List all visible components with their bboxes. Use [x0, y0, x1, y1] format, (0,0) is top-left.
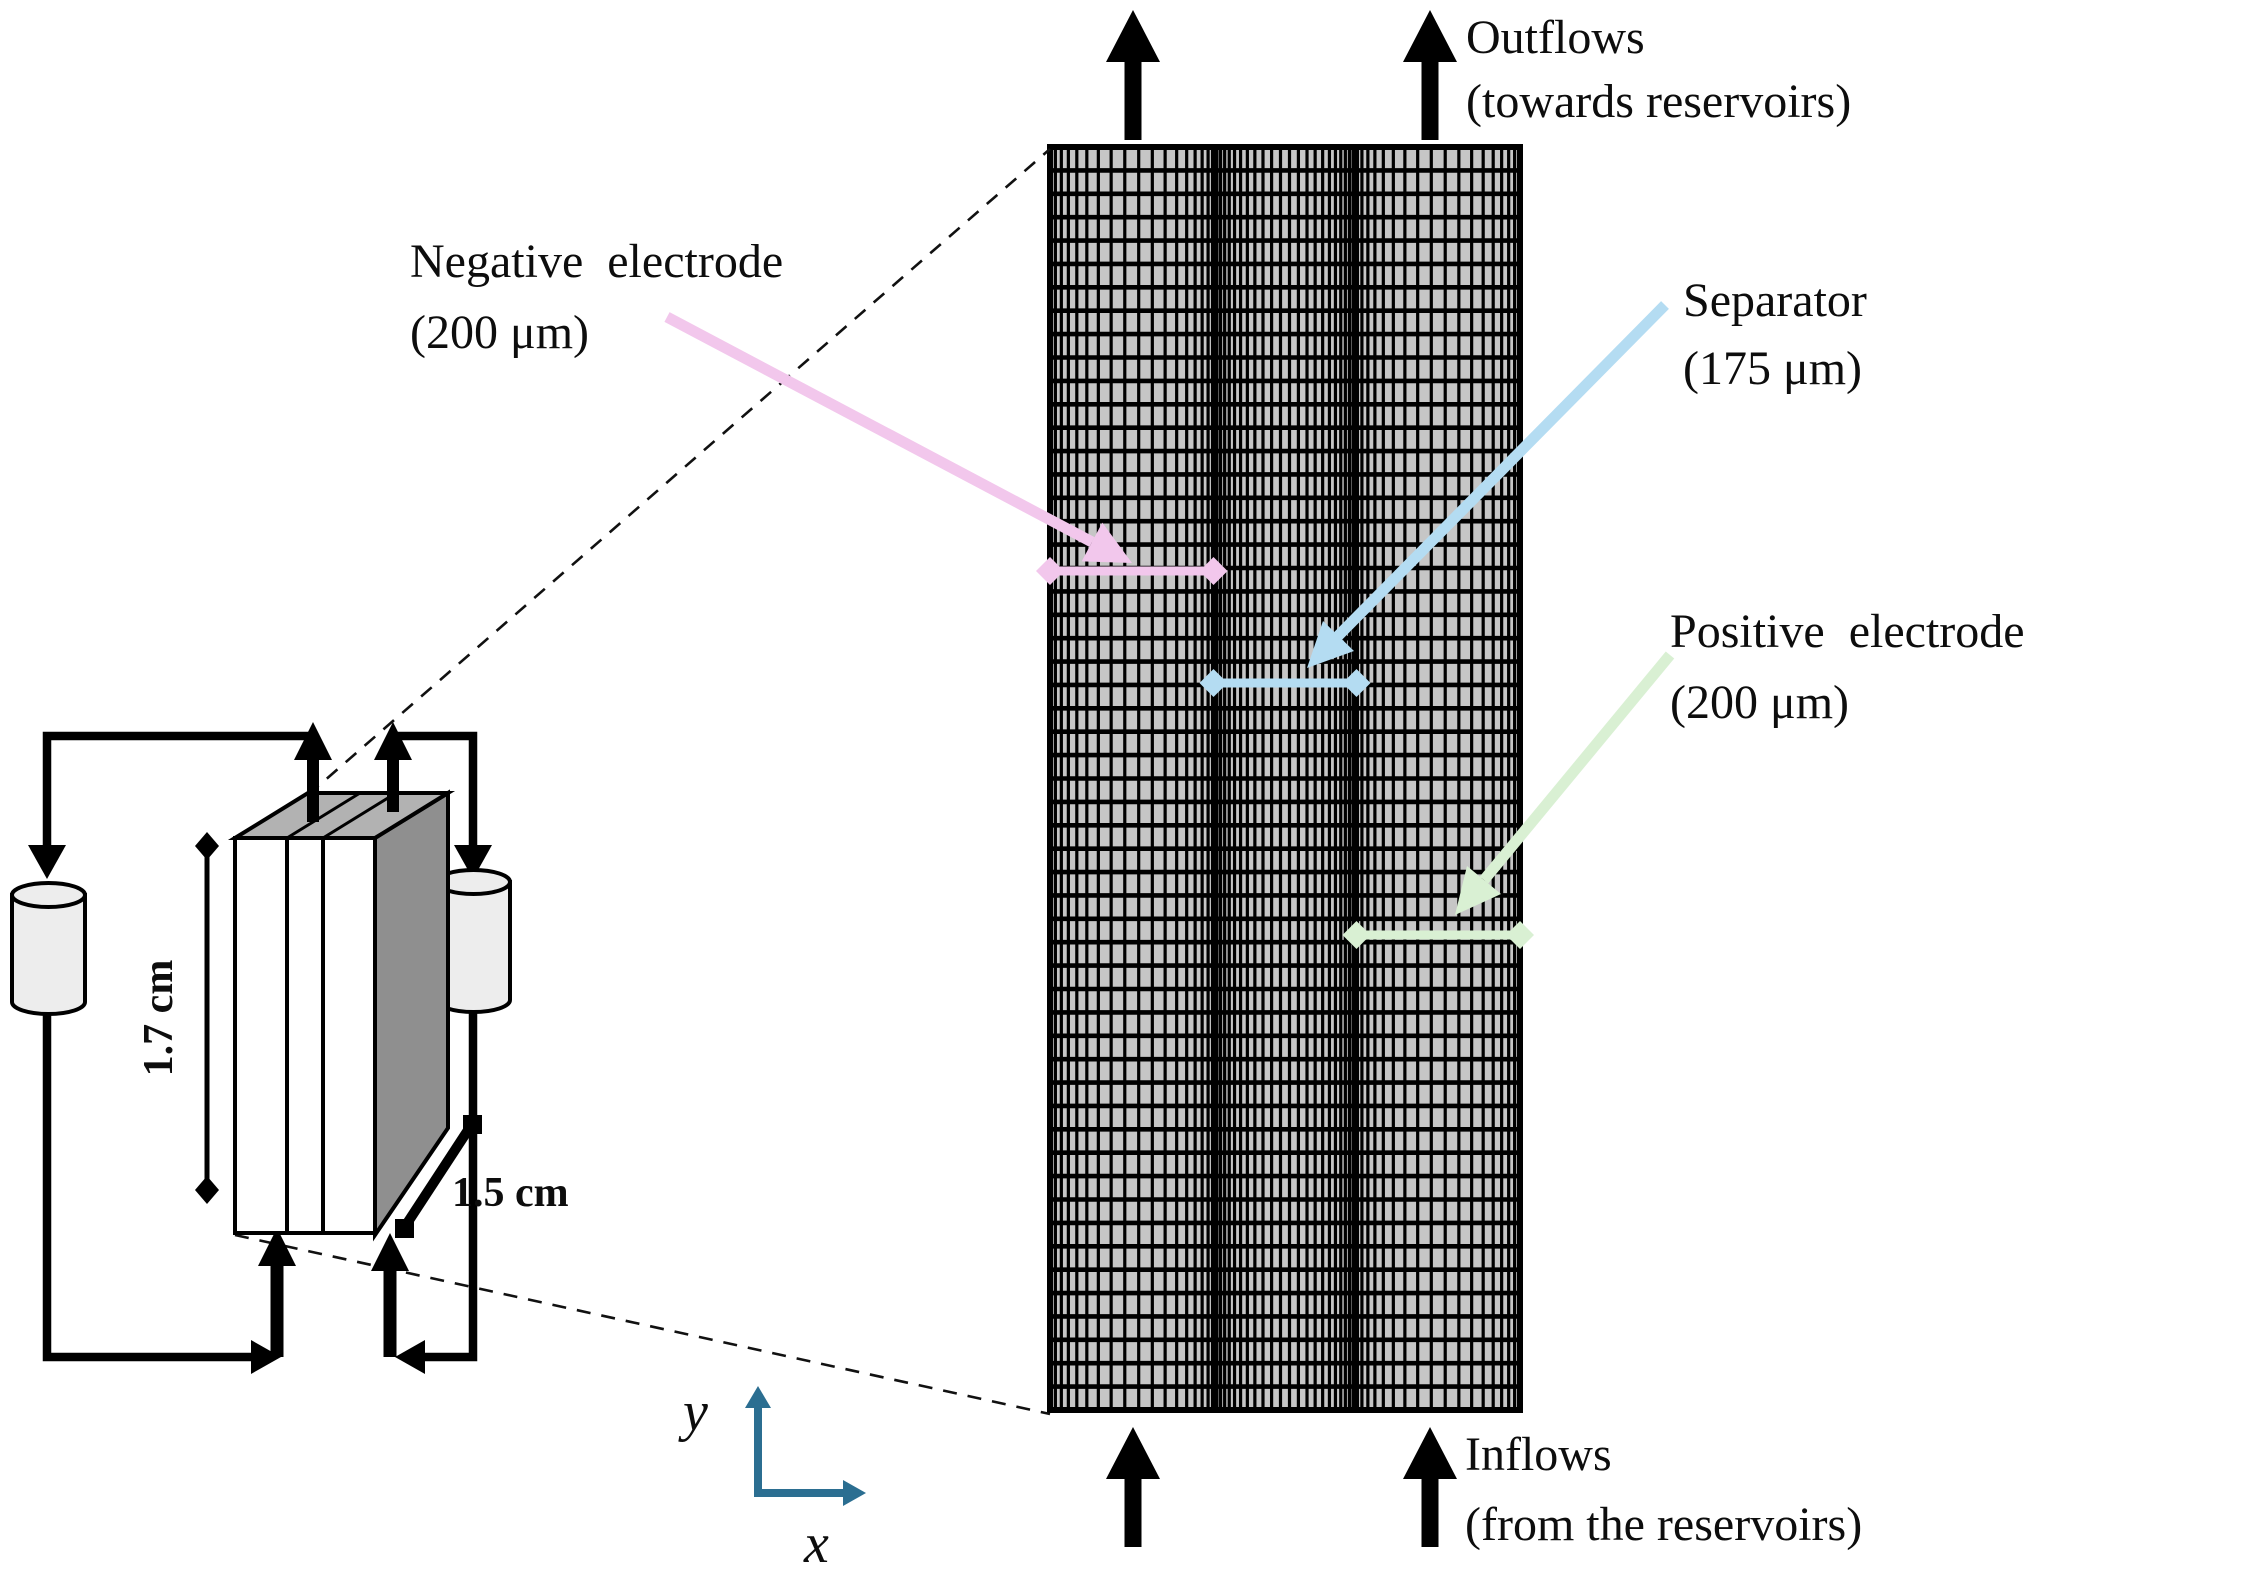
- negative-electrode-annotation: [664, 312, 1228, 585]
- pipe-bottom-left: [42, 1008, 253, 1362]
- cell-top-face-divider-1: [286, 791, 361, 840]
- zoom-guide-line-top: [307, 148, 1051, 796]
- positive-electrode-pointer-line: [1479, 651, 1675, 884]
- dimension-height: 1.7 cm: [136, 832, 219, 1204]
- pipe-arrowhead-into-right-reservoir-icon: [454, 845, 492, 879]
- dimension-depth-label: 1.5 cm: [452, 1170, 569, 1216]
- cell-front-positive-slab: [321, 836, 377, 1235]
- positive-electrode-extent-diamond-right-icon: [1506, 921, 1534, 949]
- positive-electrode-pointer-arrowhead-icon: [1455, 866, 1501, 915]
- positive-electrode-annotation: [1342, 651, 1675, 949]
- cell-3d-box: [227, 789, 456, 1242]
- mesh-grid: [1047, 144, 1523, 1413]
- cell-inflow-arrow-left-icon: [258, 1228, 296, 1357]
- cell-top-face-divider-2: [322, 791, 397, 840]
- separator-pointer-arrowhead-icon: [1307, 621, 1354, 668]
- axes-lines: [754, 1404, 845, 1497]
- dimension-height-diamond-bottom-icon: [195, 1176, 219, 1204]
- zoom-guide-line-bottom: [234, 1233, 1051, 1416]
- outflows-label-line1: Outflows: [1466, 11, 1645, 64]
- dimension-height-label: 1.7 cm: [136, 960, 182, 1077]
- pipe-top-right: [393, 731, 478, 845]
- coordinate-axes: y x: [678, 1381, 866, 1575]
- mesh-border: [1047, 144, 1523, 1413]
- x-axis-arrowhead-icon: [843, 1480, 866, 1506]
- inflows-label-line1: Inflows: [1465, 1428, 1612, 1481]
- inflows-label-line2: (from the reservoirs): [1465, 1498, 1862, 1551]
- dimension-height-diamond-top-icon: [195, 832, 219, 860]
- cell-inflow-arrow-right-icon: [371, 1233, 409, 1357]
- positive-electrode-extent-diamond-left-icon: [1342, 921, 1371, 949]
- pipe-arrowhead-into-left-reservoir-icon: [28, 845, 66, 879]
- reservoir-left-body: [10, 893, 87, 1016]
- negative-electrode-extent-diamond-right-icon: [1199, 557, 1228, 585]
- inflow-arrow-right-icon: [1403, 1427, 1457, 1547]
- reservoir-left-top: [10, 881, 87, 909]
- reservoir-left: [10, 881, 87, 1016]
- pipe-top-left: [42, 731, 313, 845]
- pipe-arrowhead-bottom-right-icon: [395, 1340, 425, 1374]
- separator-label-line2: (175 μm): [1683, 342, 1862, 395]
- separator-label-line1: Separator: [1683, 274, 1867, 327]
- cell-front-negative-slab: [233, 836, 289, 1235]
- outflow-arrow-right-icon: [1403, 10, 1457, 140]
- negative-electrode-extent-diamond-left-icon: [1036, 557, 1064, 585]
- dimension-depth-line: [399, 1121, 477, 1231]
- separator-pointer-line: [1334, 301, 1669, 640]
- separator-extent-diamond-right-icon: [1342, 669, 1371, 697]
- separator-extent-diamond-left-icon: [1199, 669, 1228, 697]
- dimension-depth: 1.5 cm: [395, 1115, 569, 1238]
- cell-outflow-arrow-right-icon: [374, 722, 412, 812]
- positive-electrode-label-line1: Positive electrode: [1670, 605, 2025, 658]
- x-axis-label: x: [803, 1513, 829, 1575]
- positive-electrode-label-line2: (200 μm): [1670, 676, 1849, 729]
- negative-electrode-pointer-line: [664, 312, 1095, 547]
- dimension-depth-square-top-icon: [463, 1115, 482, 1134]
- dimension-depth-square-bottom-icon: [395, 1219, 414, 1238]
- y-axis-arrowhead-icon: [745, 1386, 771, 1408]
- y-axis-label: y: [678, 1381, 708, 1443]
- outflows-label-line2: (towards reservoirs): [1466, 75, 1851, 128]
- outflow-arrow-left-icon: [1106, 10, 1160, 140]
- pipe-arrowhead-bottom-left-icon: [251, 1340, 281, 1374]
- inflow-arrow-left-icon: [1106, 1427, 1160, 1547]
- separator-annotation: [1199, 301, 1669, 697]
- negative-electrode-label-line1: Negative electrode: [410, 235, 783, 288]
- negative-electrode-label-line2: (200 μm): [410, 306, 589, 359]
- cell-front-separator-slab: [285, 836, 325, 1235]
- cell-outflow-arrow-left-icon: [294, 722, 332, 822]
- negative-electrode-pointer-arrowhead-icon: [1081, 522, 1132, 563]
